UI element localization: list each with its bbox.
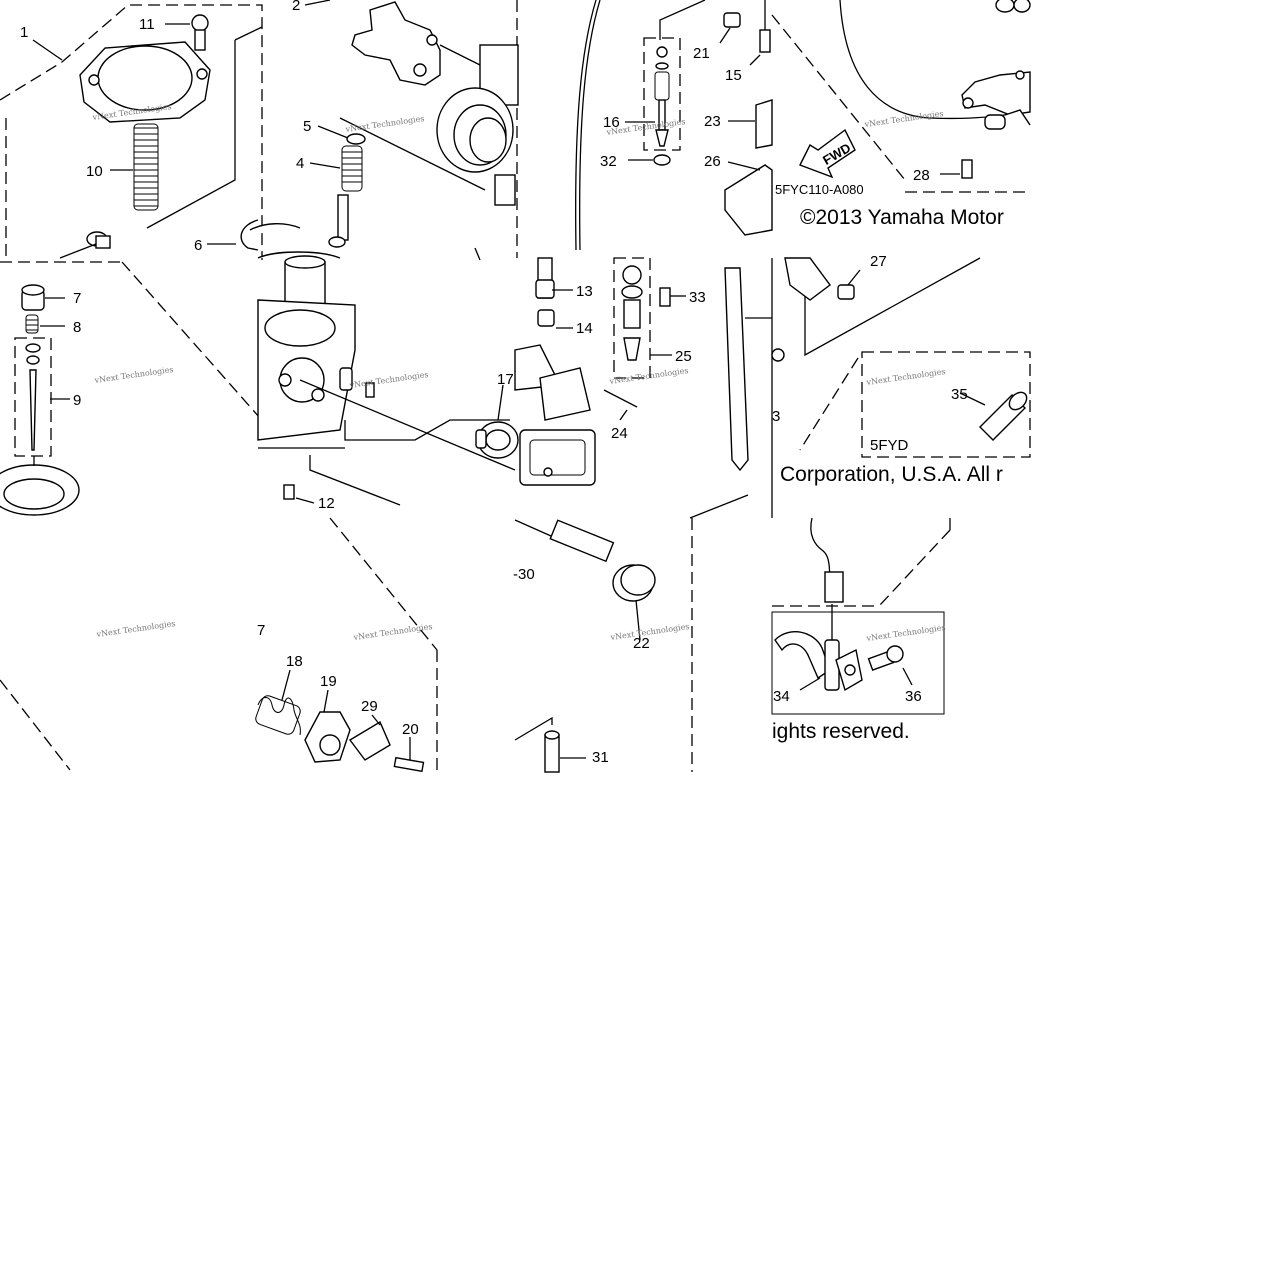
fwd-arrow-icon: FWD xyxy=(799,128,856,179)
spring-10 xyxy=(133,123,159,211)
watermark: vNext Technologies xyxy=(344,114,425,134)
callout-4: 4 xyxy=(296,155,304,172)
choke-plunger-22 xyxy=(514,519,656,602)
watermark: vNext Technologies xyxy=(863,109,944,129)
copyright-line-3: ights reserved. xyxy=(772,720,910,743)
carburetor-body xyxy=(436,44,519,206)
part-code: 5FYC110-A080 xyxy=(775,182,864,197)
callout-7-bottom: 7 xyxy=(257,622,265,639)
callout-5: 5 xyxy=(303,118,311,135)
bolt xyxy=(86,231,111,249)
callout-29: 29 xyxy=(361,698,378,715)
callout-1: 1 xyxy=(20,24,28,41)
tile-mid-body xyxy=(257,251,519,506)
hose-35 xyxy=(979,391,1028,441)
callout-24: 24 xyxy=(611,425,628,442)
callout-12: 12 xyxy=(318,495,335,512)
cap-7 xyxy=(21,284,45,311)
callout-8: 8 xyxy=(73,319,81,336)
callout-19: 19 xyxy=(320,673,337,690)
copyright-line-2: Corporation, U.S.A. All r xyxy=(780,463,1003,486)
tile-bottom-right: ights reserved. xyxy=(771,517,951,743)
spring-18 xyxy=(255,695,301,736)
screw-11 xyxy=(191,14,209,51)
callout-21: 21 xyxy=(693,45,710,62)
tile-mid-left xyxy=(0,261,261,516)
tile-mid-center xyxy=(514,257,773,519)
carburetor-top-cover xyxy=(79,41,211,123)
callout-25: 25 xyxy=(675,348,692,365)
callout-15: 15 xyxy=(725,67,742,84)
callout-11: 11 xyxy=(139,16,155,33)
callout-20: 20 xyxy=(402,721,419,738)
callout-3: 3 xyxy=(772,408,780,425)
callout-23: 23 xyxy=(704,113,721,130)
watermark: vNext Technologies xyxy=(348,370,429,390)
callout-labels: 1 2 4 5 6 7 8 9 10 11 12 13 14 15 16 17 … xyxy=(20,0,968,766)
callout-13: 13 xyxy=(576,283,593,300)
tee-fitting-34 xyxy=(774,631,863,692)
callout-26: 26 xyxy=(704,153,721,170)
spring-4 xyxy=(341,145,363,192)
tile-bottom xyxy=(0,517,693,773)
callout-35: 35 xyxy=(951,386,968,403)
callout-30: -30 xyxy=(513,566,535,583)
callout-2: 2 xyxy=(292,0,300,14)
valve-17 xyxy=(475,421,519,459)
callout-32: 32 xyxy=(600,153,617,170)
watermark: vNext Technologies xyxy=(93,365,174,385)
callout-16: 16 xyxy=(603,114,620,131)
watermark: vNext Technologies xyxy=(865,367,946,387)
sub-code: 5FYD xyxy=(870,437,909,454)
callout-33: 33 xyxy=(689,289,706,306)
callout-36: 36 xyxy=(905,688,922,705)
tile-top-middle xyxy=(249,0,519,261)
tile-top-left xyxy=(0,4,263,260)
watermark: vNext Technologies xyxy=(352,622,433,642)
callout-27: 27 xyxy=(870,253,887,270)
callout-7: 7 xyxy=(73,290,81,307)
callout-6: 6 xyxy=(194,237,202,254)
watermark: vNext Technologies xyxy=(95,619,176,639)
callout-17: 17 xyxy=(497,371,514,388)
callout-18: 18 xyxy=(286,653,303,670)
callout-14: 14 xyxy=(576,320,593,337)
callout-34: 34 xyxy=(773,688,790,705)
tile-top-center xyxy=(575,0,773,251)
callout-22: 22 xyxy=(633,635,650,652)
tile-mid-right: Corporation, U.S.A. All r xyxy=(771,257,1031,486)
watermark: vNext Technologies xyxy=(865,623,946,643)
tile-top-right: FWD 5FYC110-A080 ©2013 Yamaha Motor xyxy=(771,0,1031,229)
watermark: vNext Technologies xyxy=(608,366,689,386)
callout-31: 31 xyxy=(592,749,609,766)
copyright-line-1: ©2013 Yamaha Motor xyxy=(800,206,1004,229)
callout-9: 9 xyxy=(73,392,81,409)
callout-28: 28 xyxy=(913,167,930,184)
callout-10: 10 xyxy=(86,163,103,180)
